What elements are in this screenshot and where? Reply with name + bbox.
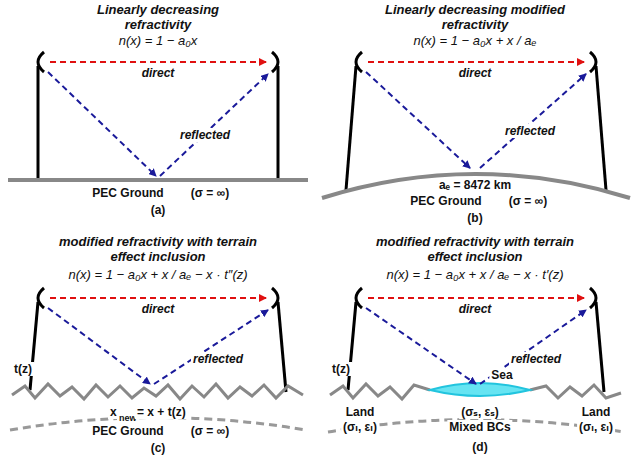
ground-label: PEC Ground xyxy=(90,424,165,438)
ray-label: reflected xyxy=(509,352,563,366)
panel-letter: (a) xyxy=(149,203,168,217)
land-label: Land xyxy=(344,405,377,419)
coordinate-label: = x + t(z) xyxy=(135,405,188,419)
ray-label: direct xyxy=(457,302,494,316)
ray-label: reflected xyxy=(191,352,245,366)
formula: n(x) = 1 − a₀x + x / aₑ − x · t′(z) xyxy=(387,268,564,282)
formula: n(x) = 1 − a₀x xyxy=(119,34,197,48)
panel-title: Linearly decreasing modified refractivit… xyxy=(355,2,595,32)
bc-label: Mixed BCs xyxy=(447,420,512,434)
ray-label: direct xyxy=(140,302,177,316)
formula: n(x) = 1 − a₀x + x / aₑ − x · t″(z) xyxy=(68,268,247,282)
ground-label: PEC Ground xyxy=(408,194,483,208)
ray-label: reflected xyxy=(503,124,557,138)
radius-label: aₑ = 8472 km xyxy=(437,178,513,192)
formula: n(x) = 1 − a₀x + x / aₑ xyxy=(414,34,537,48)
material-label: (σₛ, εₛ) xyxy=(459,405,501,419)
material-label: (σₗ, εₗ) xyxy=(341,420,379,434)
ground-label: (σ = ∞) xyxy=(189,186,231,200)
land-label: Land xyxy=(580,405,613,419)
ground-label: (σ = ∞) xyxy=(507,194,549,208)
ray-label: direct xyxy=(457,66,494,80)
ground-label: PEC Ground xyxy=(90,186,165,200)
terrain-label: t(z) xyxy=(12,362,34,376)
ground-label: (σ = ∞) xyxy=(189,424,231,438)
panel-title: modified refractivity with terrain effec… xyxy=(58,234,258,264)
panel-letter: (d) xyxy=(470,440,489,454)
panel-title: Linearly decreasing refractivity xyxy=(73,2,243,32)
terrain-label: t(z) xyxy=(330,362,352,376)
material-label: (σₗ, εₗ) xyxy=(577,420,615,434)
ray-label: direct xyxy=(140,66,177,80)
sea-label: Sea xyxy=(489,368,514,382)
panel-title: modified refractivity with terrain effec… xyxy=(375,234,575,264)
ray-label: reflected xyxy=(178,128,232,142)
panel-letter: (c) xyxy=(149,441,168,455)
panel-letter: (b) xyxy=(465,211,484,225)
